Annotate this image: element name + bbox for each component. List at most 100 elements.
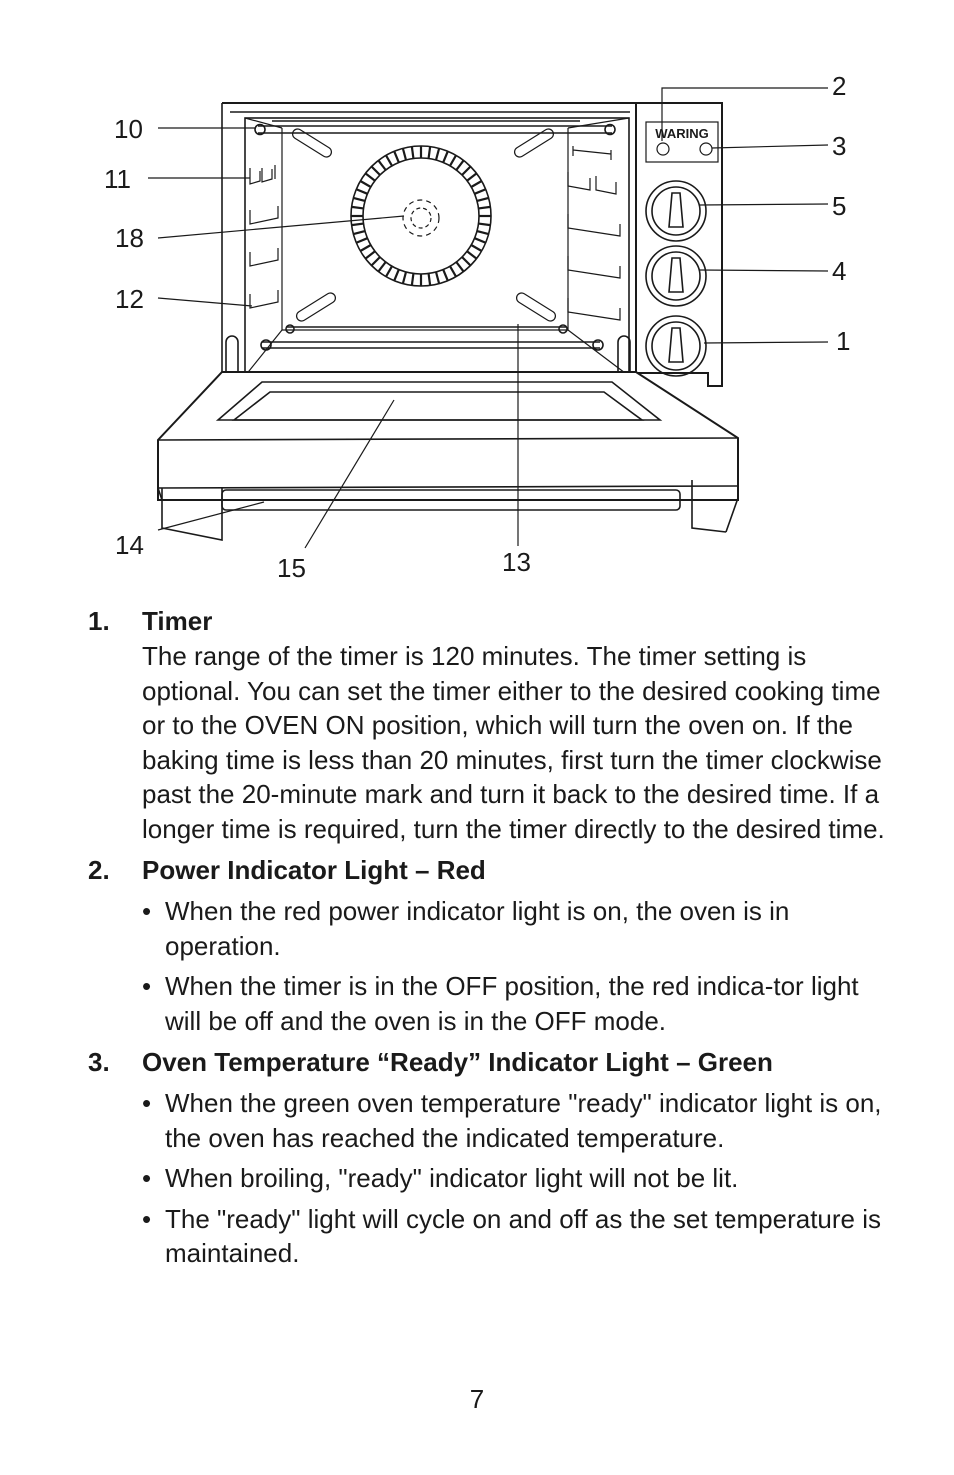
parts-description: 1. Timer The range of the timer is 120 m… [88, 600, 898, 1271]
item-heading: Timer [142, 606, 213, 636]
item-power-indicator: 2. Power Indicator Light – Red • When th… [88, 853, 898, 1038]
item-heading: Power Indicator Light – Red [142, 855, 486, 885]
fan-grille-tick [370, 256, 381, 267]
fan-grille-tick [385, 154, 393, 167]
fan-grille-tick [478, 222, 491, 227]
bullet-text: When the timer is in the OFF position, t… [165, 971, 859, 1036]
control-panel: WARING [645, 121, 719, 163]
fan-grille-tick [355, 237, 368, 244]
item-ready-indicator: 3. Oven Temperature “Ready” Indicator Li… [88, 1045, 898, 1271]
item-paragraph: The range of the timer is 120 minutes. T… [142, 641, 885, 844]
callout-12: 12 [115, 284, 144, 314]
fan-grille-tick [449, 154, 457, 167]
power-indicator-light [656, 142, 670, 156]
item-timer: 1. Timer The range of the timer is 120 m… [88, 604, 898, 846]
door-handle[interactable] [221, 489, 681, 511]
fan-grille-tick [476, 196, 489, 203]
fan-grille-tick [442, 269, 449, 282]
bullet-dot: • [142, 896, 152, 926]
callout-4: 4 [832, 256, 846, 286]
bullet-item: • When the timer is in the OFF position,… [142, 969, 898, 1038]
fan-grille-tick [476, 229, 489, 236]
item-number: 2. [88, 855, 110, 885]
timer-knob[interactable] [645, 315, 707, 377]
right-rack-supports [567, 146, 621, 321]
fan-grille-tick [410, 273, 415, 286]
bullet-item: • The "ready" light will cycle on and of… [142, 1202, 898, 1271]
bullet-text: When broiling, "ready" indicator light w… [165, 1163, 739, 1193]
fan-grille-tick [364, 172, 376, 182]
fan-grille-tick [364, 250, 376, 260]
fan-grille-tick [427, 146, 432, 159]
ready-indicator-light [699, 142, 713, 156]
fan-grille-tick [434, 271, 441, 284]
bullet-item: • When broiling, "ready" indicator light… [142, 1161, 898, 1196]
callout-1: 1 [836, 326, 850, 356]
bullet-dot: • [142, 971, 152, 1001]
fan-grille-tick [478, 205, 491, 210]
bullet-item: • When the red power indicator light is … [142, 894, 898, 963]
fan-grille-tick [353, 196, 366, 203]
fan-grille-tick [377, 261, 387, 273]
fan-grille-tick [377, 159, 387, 171]
bullet-dot: • [142, 1088, 152, 1118]
brand-logo: WARING [655, 126, 708, 141]
fan-grille-tick [470, 180, 483, 188]
fan-grille-tick [385, 265, 393, 278]
left-rack-supports [249, 165, 279, 309]
callout-18: 18 [115, 223, 144, 253]
callout-leaders [148, 87, 829, 549]
callout-numbers: 2 3 5 4 1 10 11 18 12 14 15 13 [104, 71, 850, 583]
fan-grille-tick [393, 150, 400, 163]
callout-5: 5 [832, 191, 846, 221]
fan-grille-tick [359, 244, 372, 252]
fan-grille-tick [474, 188, 487, 195]
callout-2: 2 [832, 71, 846, 101]
bullet-dot: • [142, 1163, 152, 1193]
callout-14: 14 [115, 530, 144, 560]
oven-body [221, 102, 723, 387]
fan-grille-tick [455, 159, 465, 171]
heating-elements [291, 128, 557, 322]
fan-grille-tick [401, 148, 408, 161]
fan-grille-tick [353, 229, 366, 236]
oven-door [157, 371, 739, 541]
function-knob[interactable] [645, 245, 707, 307]
fan-grille-tick [401, 271, 408, 284]
callout-3: 3 [832, 131, 846, 161]
temperature-knob[interactable] [645, 180, 707, 242]
bullet-text: When the red power indicator light is on… [165, 896, 790, 961]
page-number: 7 [469, 1384, 485, 1414]
oven-parts-diagram: WARING [104, 71, 850, 583]
fan-grille-tick [410, 146, 415, 159]
callout-13: 13 [502, 547, 531, 577]
fan-grille-tick [351, 205, 364, 210]
fan-grille-tick [455, 261, 465, 273]
fan-grille-tick [461, 256, 472, 267]
bullet-text: When the green oven temperature "ready" … [165, 1088, 882, 1153]
callout-11: 11 [104, 164, 131, 194]
bottom-rack [260, 324, 604, 351]
fan-grille-tick [359, 180, 372, 188]
fan-grille-tick [449, 265, 457, 278]
top-rack [254, 120, 616, 136]
bullet-item: • When the green oven temperature "ready… [142, 1086, 898, 1155]
fan-grille-tick [466, 172, 478, 182]
bullet-dot: • [142, 1203, 152, 1234]
fan-grille-tick [393, 269, 400, 282]
callout-15: 15 [277, 553, 306, 583]
fan-grille-tick [434, 148, 441, 161]
bullet-text: The "ready" light will cycle on and off … [165, 1203, 882, 1269]
fan-grille-tick [351, 222, 364, 227]
fan-grille-tick [470, 244, 483, 252]
item-number: 1. [88, 606, 110, 636]
fan-grille-tick [442, 150, 449, 163]
convection-fan-icon [350, 145, 492, 287]
fan-grille-tick [370, 165, 381, 176]
callout-10: 10 [114, 114, 143, 144]
fan-grille-tick [466, 250, 478, 260]
item-heading: Oven Temperature “Ready” Indicator Light… [142, 1047, 773, 1077]
fan-grille-tick [355, 188, 368, 195]
fan-grille-tick [427, 273, 432, 286]
fan-grille-tick [474, 237, 487, 244]
